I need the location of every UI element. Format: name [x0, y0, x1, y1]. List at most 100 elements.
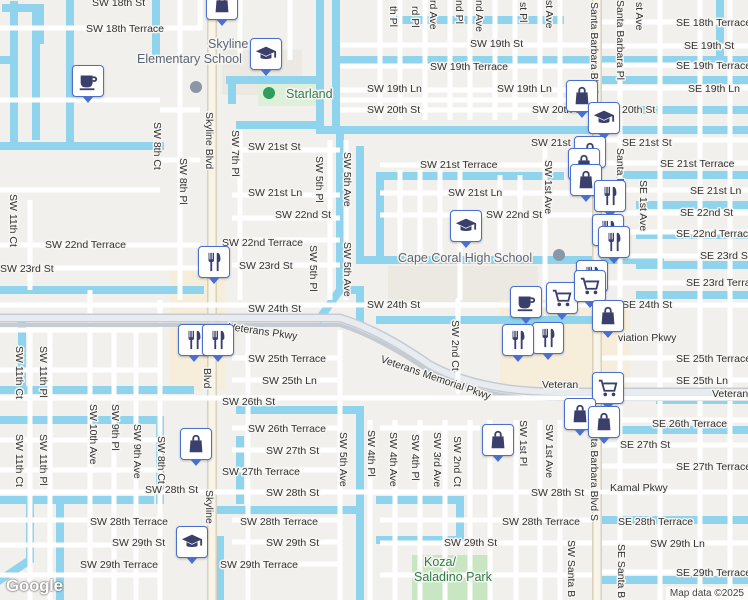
street-label: SW 8th Ct: [151, 122, 163, 170]
street-label: SW Santa B: [565, 540, 577, 597]
road-label: Kamal Pkwy: [610, 482, 669, 494]
street-label: SW 7th Pl: [229, 130, 241, 177]
shopping-bag-icon: [573, 404, 587, 423]
park-label: Saladino Park: [414, 570, 493, 584]
street-label: SW 21st Terrace: [420, 159, 498, 171]
shopping-bag-icon: [601, 306, 615, 325]
school-label: Skyline: [208, 37, 248, 51]
street-label: SW 21st St: [248, 141, 301, 153]
restaurant-pin[interactable]: [598, 226, 630, 264]
school-pin[interactable]: [588, 102, 620, 140]
shopping-pin[interactable]: [482, 424, 514, 462]
school-poi-icon: [190, 81, 202, 93]
street-label: SW 21st St: [531, 137, 584, 149]
street-label: SW 5th Ave: [341, 152, 353, 207]
street-label: SW 1st Ave: [543, 424, 555, 478]
shopping-cart-icon: [580, 277, 600, 295]
fork-knife-icon: [208, 252, 221, 272]
street-label: SW 28th St: [531, 487, 584, 499]
street-label: SW 11th Ct: [7, 194, 19, 247]
street-label: SE 21st Terrace: [660, 158, 735, 170]
street-label: SW 29th Ln: [650, 538, 705, 550]
shopping-pin[interactable]: [180, 428, 212, 466]
street-label: SW 9th Pl: [109, 404, 121, 451]
street-label: SE 28th Terrace: [618, 516, 693, 528]
street-label: nd Ave: [473, 0, 485, 32]
street-label: Santa Barbara Pl: [614, 0, 626, 80]
street-label: th Pl: [387, 6, 399, 27]
street-label: SW 25th Terrace: [248, 353, 326, 365]
school-label: Elementary School: [137, 52, 242, 66]
street-label: SW 19th St: [470, 38, 523, 50]
street-label: SW 10th Ave: [87, 404, 99, 465]
street-label: SW 23rd St: [239, 260, 293, 272]
school-pin[interactable]: [250, 38, 282, 76]
street-label: SW 29th Terrace: [80, 559, 158, 571]
street-label: SW 27th Terrace: [222, 466, 300, 478]
shopping-pin[interactable]: [592, 300, 624, 338]
street-label: SW 19th Ln: [497, 83, 552, 95]
street-label: SW 24th St: [367, 299, 420, 311]
street-label: SW 2nd Ct: [449, 320, 461, 371]
road-label: Santa Barbara Blvd S: [588, 2, 600, 103]
school-pin[interactable]: [176, 526, 208, 564]
street-label: SW 25th Ln: [262, 375, 317, 387]
street-label: SE 1st Ave: [637, 180, 649, 231]
street-label: SW 19th Ln: [367, 83, 422, 95]
street-label: SW 23rd St: [0, 263, 54, 275]
restaurant-pin[interactable]: [202, 324, 234, 362]
street-label: rd Pl: [409, 6, 421, 28]
street-label: SE 22nd Terrace: [676, 228, 748, 240]
park-label: Starland: [286, 87, 333, 101]
cafe-pin[interactable]: [510, 286, 542, 324]
shopping-bag-icon: [215, 0, 229, 13]
school-label: Cape Coral High School: [398, 251, 532, 265]
street-label: 20th St: [622, 104, 655, 116]
grocery-pin[interactable]: [592, 372, 624, 410]
street-label: SW 19th Terrace: [430, 61, 508, 73]
coffee-cup-icon: [79, 75, 98, 91]
cafe-pin[interactable]: [72, 65, 104, 103]
fork-knife-icon: [608, 232, 621, 252]
street-label: SE 22nd St: [680, 207, 733, 219]
street-label: SW 5th Ave: [337, 432, 349, 487]
street-label: SW 21st Ln: [448, 187, 502, 199]
restaurant-pin[interactable]: [502, 324, 534, 362]
shopping-pin[interactable]: [206, 0, 238, 26]
street-label: SE 18th Terrace: [676, 17, 748, 29]
street-label: SW 28th Terrace: [240, 516, 318, 528]
street-label: nd Pl: [453, 0, 465, 24]
school-poi-icon: [553, 249, 565, 261]
street-label: SE 21st St: [622, 137, 672, 149]
street-label: SE 21st Ln: [690, 185, 742, 197]
street-label: SW 11th Ct: [13, 346, 25, 399]
road-label: Veteran: [542, 379, 578, 391]
street-label: SW 1st Ave: [542, 160, 554, 214]
street-label: st Pl: [517, 2, 529, 22]
street-label: SE 19th St: [684, 40, 734, 52]
shopping-pin[interactable]: [588, 406, 620, 444]
street-label: SW 8th Pl: [177, 158, 189, 205]
shopping-bag-icon: [575, 86, 589, 105]
street-label: SW 11th Pl: [37, 346, 49, 398]
street-label: SW 24th St: [248, 303, 301, 315]
restaurant-pin[interactable]: [198, 246, 230, 284]
street-label: st Ave: [633, 2, 645, 31]
map-attribution[interactable]: Map data ©2025: [665, 587, 748, 600]
street-label: SW 21st Ln: [248, 187, 302, 199]
street-label: SW 11th Ct: [13, 434, 25, 487]
road-label: Skyline Blvd: [203, 112, 215, 169]
restaurant-pin[interactable]: [594, 180, 626, 218]
street-label: SW 27th St: [266, 445, 319, 457]
street-label: SE 19th Terrace: [676, 60, 748, 72]
street-label: SW 20th St: [367, 104, 420, 116]
street-label: SW 9th Ave: [131, 424, 143, 479]
street-label: SE 25th Terrace: [676, 353, 748, 365]
grocery-pin[interactable]: [574, 270, 606, 308]
street-label: SW 3rd Ave: [431, 432, 443, 487]
school-pin[interactable]: [450, 210, 482, 248]
street-label: SE 26th Terrace: [652, 418, 727, 430]
restaurant-pin[interactable]: [532, 322, 564, 360]
